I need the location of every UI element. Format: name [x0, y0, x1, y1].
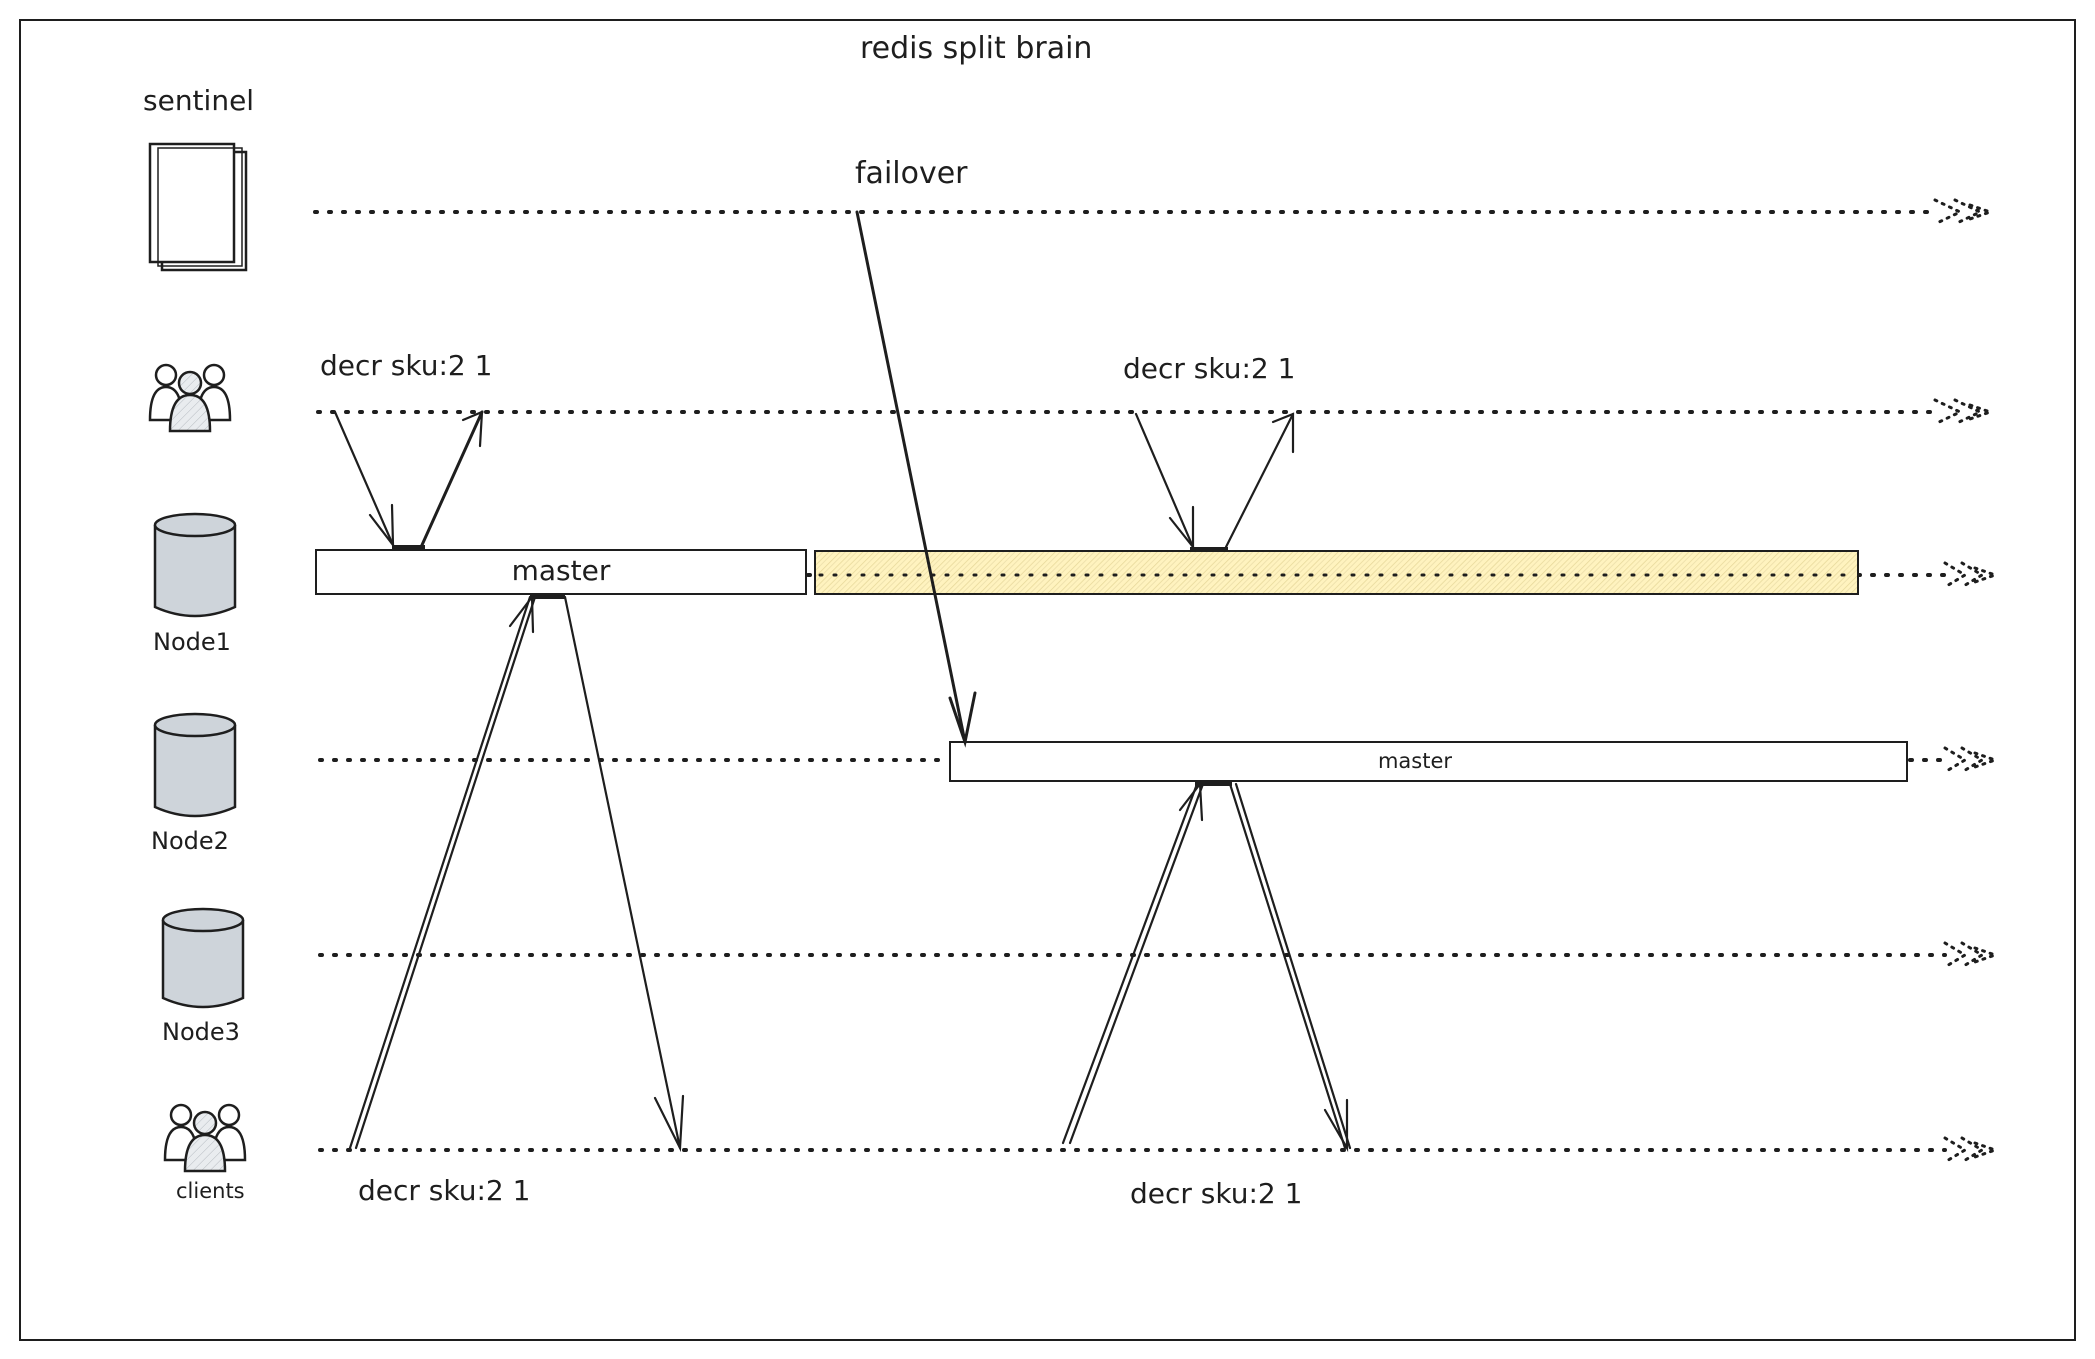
node1-timeline [806, 561, 2000, 589]
top-request-arrow-1 [333, 410, 395, 549]
sentinel-timeline [313, 198, 1995, 226]
node1-stale-master-bar [814, 550, 1859, 595]
diagram-title: redis split brain [860, 31, 1092, 66]
node2-actor: Node2 [151, 712, 237, 855]
bottom-command-label-2: decr sku:2 1 [1130, 1177, 1302, 1210]
node3-timeline [318, 941, 2000, 969]
node3-actor: Node3 [161, 907, 245, 1046]
top-command-label-1: decr sku:2 1 [320, 349, 492, 382]
top-response-arrow-1 [420, 410, 484, 547]
sentinel-actor: sentinel [143, 84, 254, 272]
failover-label: failover [855, 156, 968, 191]
node1-label: Node1 [153, 628, 231, 656]
node2-master-label: master [1378, 749, 1452, 773]
database-cylinder-icon [161, 907, 245, 1009]
bottom-command-label-1: decr sku:2 1 [358, 1174, 530, 1207]
bottom-response-arrow-2 [1228, 782, 1352, 1153]
node2-label: Node2 [151, 827, 229, 855]
node1-master-label: master [512, 554, 611, 587]
clients-top-timeline [316, 398, 1995, 426]
database-cylinder-icon [153, 512, 237, 618]
clients-label: clients [176, 1179, 245, 1203]
node1-actor: Node1 [153, 512, 237, 656]
users-group-icon [163, 1103, 247, 1173]
bottom-request-arrow-2 [1061, 780, 1205, 1145]
diagram-frame [19, 19, 2076, 1341]
database-cylinder-icon [153, 712, 237, 818]
failover-arrow [855, 210, 977, 748]
node1-master-bar: master [315, 549, 807, 595]
sentinel-label: sentinel [143, 84, 254, 117]
bottom-request-arrow-1 [348, 593, 537, 1150]
top-command-label-2: decr sku:2 1 [1123, 352, 1295, 385]
top-response-arrow-2 [1224, 412, 1295, 549]
node2-timeline [318, 746, 2000, 774]
node3-label: Node3 [162, 1018, 240, 1046]
clients-bottom-timeline [318, 1136, 2000, 1164]
sentinel-pages-icon [148, 142, 248, 272]
bottom-response-arrow-1 [563, 595, 685, 1153]
top-request-arrow-2 [1134, 412, 1195, 551]
node2-master-bar: master [949, 741, 1908, 782]
clients-actor: clients [163, 1103, 247, 1203]
users-group-icon [148, 363, 232, 433]
